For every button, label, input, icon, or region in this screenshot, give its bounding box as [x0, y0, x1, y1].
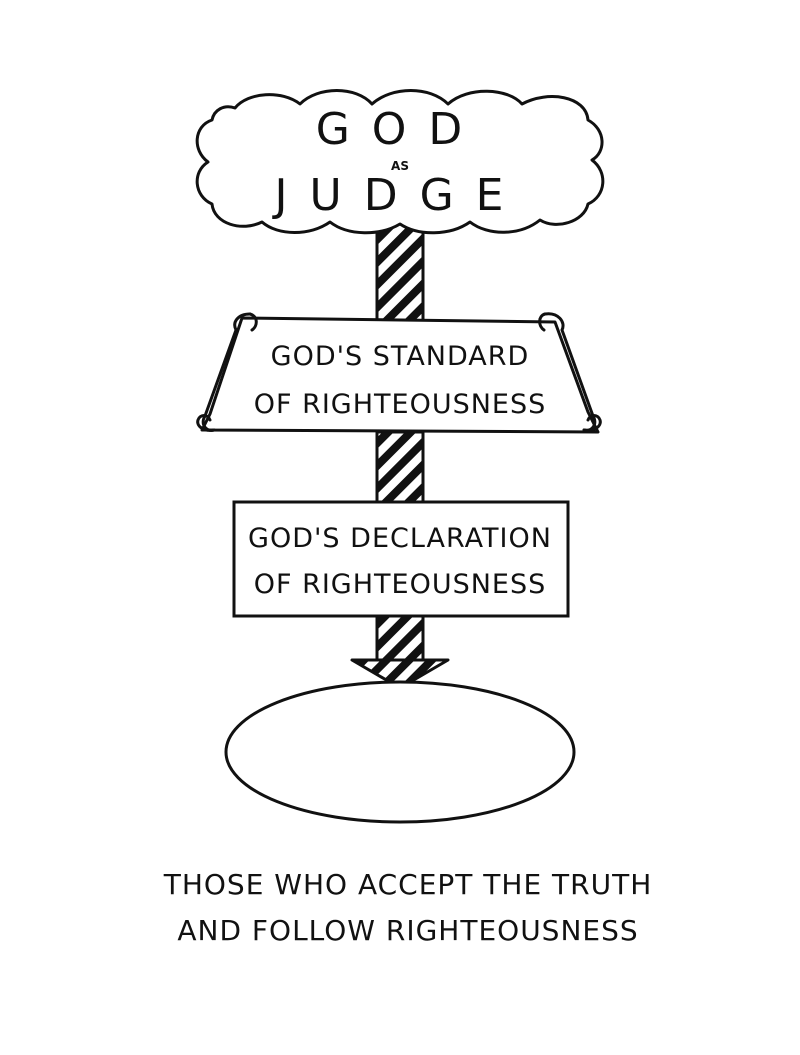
- declaration-sign: [232, 500, 570, 618]
- sign-label-line1: GOD'S DECLARATION: [248, 523, 552, 554]
- cloud-title-god: GOD: [316, 104, 485, 155]
- caption-line2: AND FOLLOW RIGHTEOUSNESS: [177, 914, 638, 947]
- caption-line1: THOSE WHO ACCEPT THE TRUTH: [163, 868, 653, 901]
- scroll-label-line1: GOD'S STANDARD: [271, 341, 530, 372]
- people-oval: [224, 680, 576, 824]
- arrow-head: [350, 658, 450, 690]
- judge-cloud: [195, 89, 605, 235]
- sign-label-line2: OF RIGHTEOUSNESS: [254, 569, 547, 600]
- standard-scroll: [196, 312, 602, 434]
- cloud-title-as: AS: [391, 159, 409, 173]
- scroll-label-line2: OF RIGHTEOUSNESS: [254, 389, 547, 420]
- cloud-title-judge: JUDGE: [272, 170, 526, 221]
